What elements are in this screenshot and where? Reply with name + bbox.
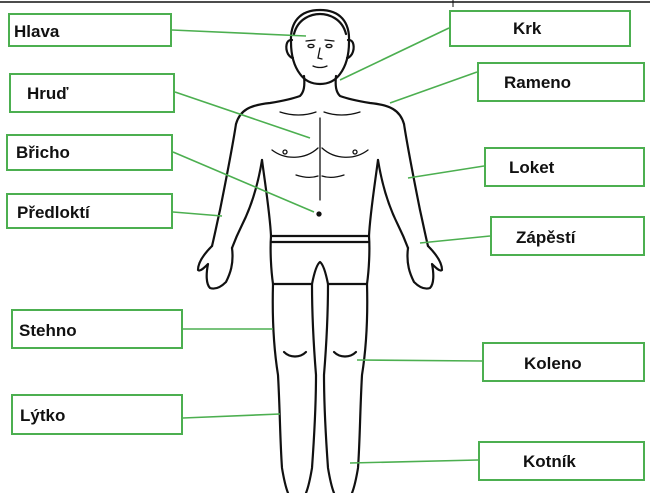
connector-lines: [172, 28, 490, 463]
label-knee: Koleno: [482, 342, 645, 382]
label-calf-text: Lýtko: [20, 407, 65, 424]
label-head: Hlava: [8, 13, 172, 47]
label-ankle: Kotník: [478, 441, 645, 481]
connector-forearm: [173, 212, 222, 216]
connector-calf: [183, 414, 280, 418]
label-thigh: Stehno: [11, 309, 183, 349]
connector-neck: [340, 28, 449, 80]
label-shoulder: Rameno: [477, 62, 645, 102]
label-thigh-text: Stehno: [19, 322, 77, 339]
label-elbow: Loket: [484, 147, 645, 187]
connector-ankle: [350, 460, 478, 463]
label-wrist: Zápěstí: [490, 216, 645, 256]
label-neck-text: Krk: [513, 20, 541, 37]
connector-shoulder: [390, 72, 477, 103]
label-neck: Krk: [449, 10, 631, 47]
connector-knee: [357, 360, 482, 361]
label-chest-text: Hruď: [27, 85, 69, 102]
connector-wrist: [420, 236, 490, 243]
connector-elbow: [408, 166, 484, 178]
label-knee-text: Koleno: [524, 355, 582, 372]
label-chest: Hruď: [9, 73, 175, 113]
label-ankle-text: Kotník: [523, 453, 576, 470]
label-belly-text: Břicho: [16, 144, 70, 161]
label-wrist-text: Zápěstí: [516, 229, 576, 246]
label-forearm: Předloktí: [6, 193, 173, 229]
label-shoulder-text: Rameno: [504, 74, 571, 91]
label-elbow-text: Loket: [509, 159, 554, 176]
label-head-text: Hlava: [14, 23, 59, 40]
label-belly: Břicho: [6, 134, 173, 171]
body-outline: [198, 10, 442, 493]
connector-belly: [173, 152, 314, 212]
label-forearm-text: Předloktí: [17, 204, 90, 221]
label-calf: Lýtko: [11, 394, 183, 435]
connector-head: [172, 30, 306, 36]
